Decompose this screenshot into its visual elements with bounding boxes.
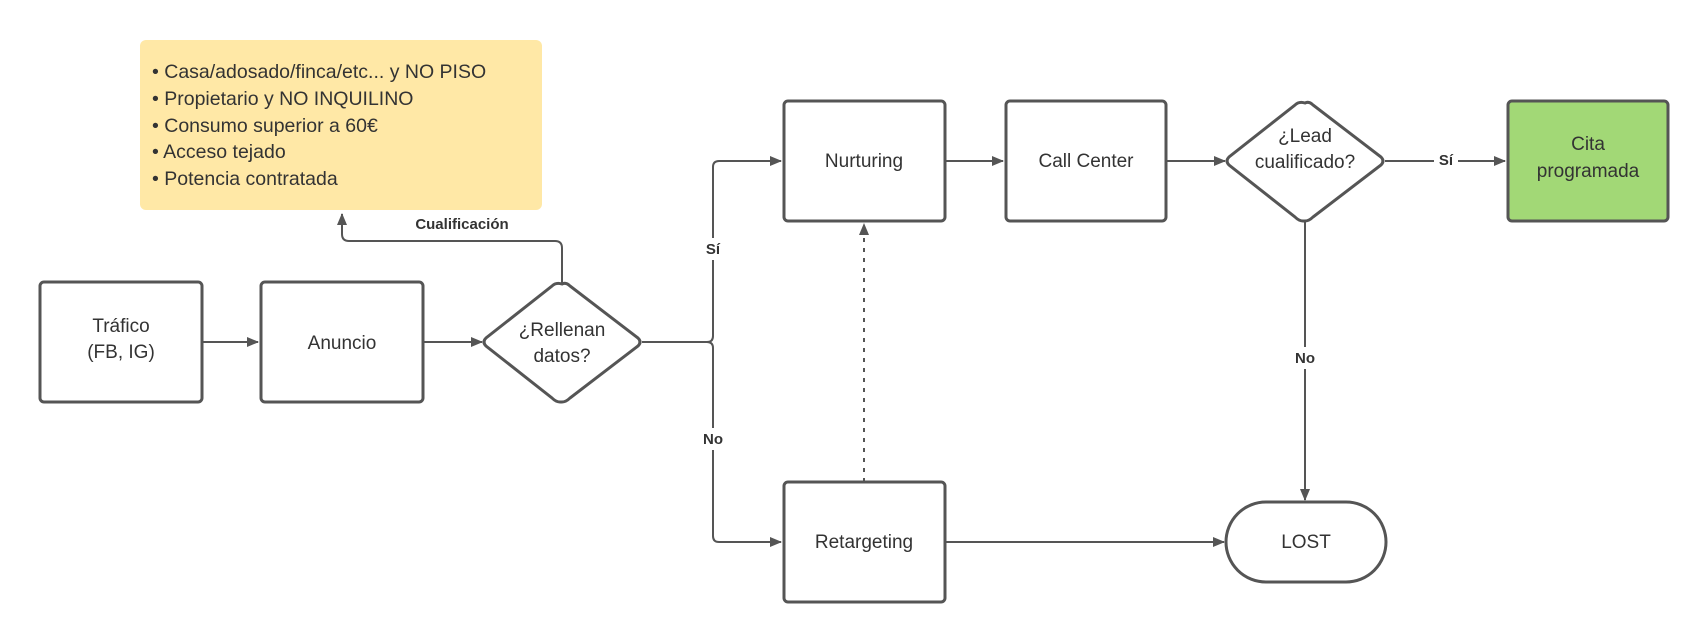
label-bg	[1434, 149, 1458, 171]
anuncio-box	[259, 280, 425, 404]
qualification-criteria-note: • Casa/adosado/finca/etc... y NO PISO • …	[140, 40, 542, 210]
note-item: • Propietario y NO INQUILINO	[152, 88, 413, 110]
trafico-label-line: Tráfico	[92, 316, 149, 337]
node-lead-decision: ¿Lead cualificado?	[1225, 100, 1385, 223]
node-call-center: Call Center	[1004, 99, 1168, 223]
nurturing-box	[782, 99, 947, 223]
lost-terminal	[1224, 500, 1388, 584]
edge-label-cualificacion: Cualificación	[415, 216, 508, 233]
label-bg	[1290, 347, 1320, 369]
trafico-box	[38, 280, 204, 404]
node-rellenan-decision: ¿Rellenan datos?	[482, 281, 642, 404]
cita-box	[1506, 99, 1670, 223]
lead-label-line: ¿Lead	[1278, 126, 1332, 147]
rellenan-diamond	[482, 281, 642, 404]
lead-diamond	[1225, 100, 1385, 223]
lead-label-line: cualificado?	[1255, 152, 1355, 173]
nurturing-label: Nurturing	[825, 151, 903, 172]
node-anuncio: Anuncio	[259, 280, 425, 404]
node-nurturing: Nurturing	[782, 99, 947, 223]
note-item: • Consumo superior a 60€	[152, 115, 378, 137]
rellenan-label-line: ¿Rellenan	[519, 320, 606, 341]
rellenan-label-line: datos?	[533, 346, 590, 367]
edge-rellenan-note	[337, 213, 563, 283]
edge-label-lead-no: No	[1295, 350, 1315, 367]
call-center-box	[1004, 99, 1168, 223]
cita-label-line: programada	[1537, 161, 1640, 182]
node-cita: Cita programada	[1506, 99, 1670, 223]
cita-label-line: Cita	[1571, 134, 1605, 155]
retargeting-label: Retargeting	[815, 532, 913, 553]
node-trafico: Tráfico (FB, IG)	[38, 280, 204, 404]
note-item: • Potencia contratada	[152, 168, 338, 190]
note-background	[140, 40, 542, 210]
note-item: • Acceso tejado	[152, 141, 286, 163]
anuncio-label: Anuncio	[308, 333, 377, 354]
label-bg	[701, 238, 725, 260]
note-item: • Casa/adosado/finca/etc... y NO PISO	[152, 61, 486, 83]
edge-label-lead-si: Sí	[1439, 152, 1454, 169]
trafico-label-line: (FB, IG)	[87, 342, 155, 363]
label-bg	[698, 428, 728, 450]
retargeting-box	[782, 480, 947, 604]
lost-label: LOST	[1281, 532, 1331, 553]
edge-label-rellenan-si: Sí	[706, 241, 721, 258]
node-lost: LOST	[1224, 500, 1388, 584]
edge-label-rellenan-no: No	[703, 431, 723, 448]
edge-labels: Cualificación Sí No Sí No	[400, 149, 1458, 450]
label-bg	[400, 212, 524, 234]
node-retargeting: Retargeting	[782, 480, 947, 604]
call-center-label: Call Center	[1038, 151, 1134, 172]
edge-rellenan-retargeting	[706, 341, 782, 547]
